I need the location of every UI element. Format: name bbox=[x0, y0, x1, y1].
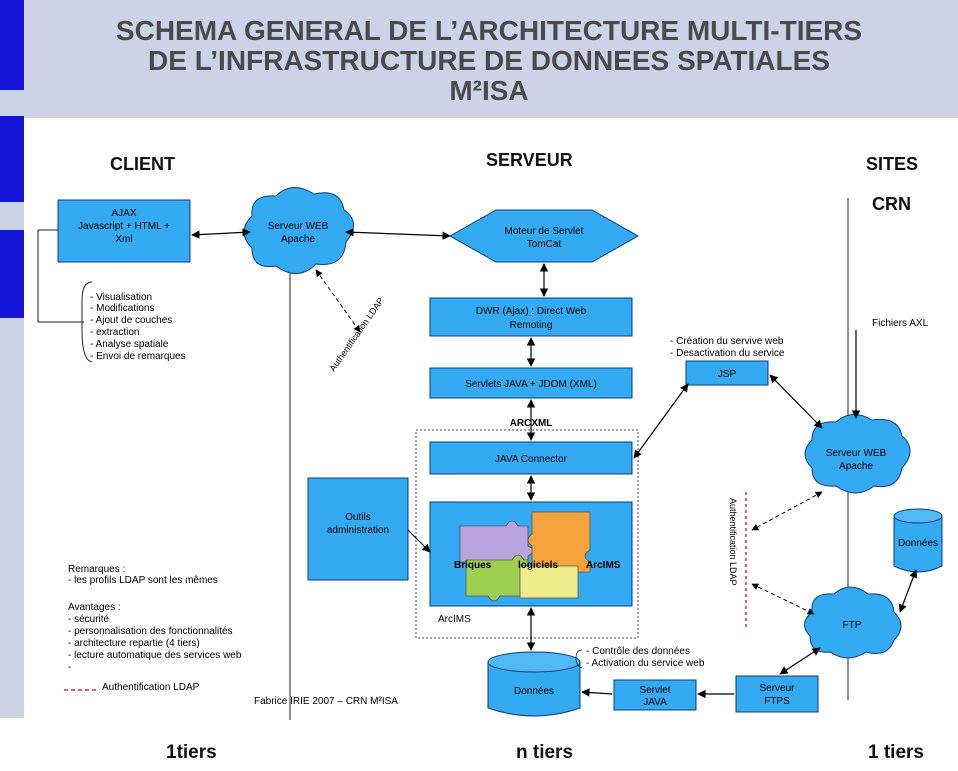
outils-label-2: administration bbox=[327, 525, 389, 536]
avantages-item-4: - lecture automatique des services web bbox=[68, 650, 242, 661]
puzzle-label-logiciels: logiciels bbox=[518, 560, 558, 571]
apache-client-label-1: Serveur WEB bbox=[268, 221, 329, 232]
features-brace bbox=[81, 281, 93, 363]
servlet-java-label-2: JAVA bbox=[643, 697, 667, 708]
column-crn-heading: CRN bbox=[872, 194, 911, 214]
dwr-label-2: Remoting bbox=[510, 320, 553, 331]
apache-client-label-2: Apache bbox=[281, 234, 315, 245]
client-feature-6: - Envoi de remarques bbox=[90, 351, 186, 362]
client-feature-4: - extraction bbox=[90, 327, 139, 338]
servlets-box bbox=[429, 367, 633, 399]
controle-note-1: - Contrôle des données bbox=[586, 646, 690, 657]
ldap-label-client: Authentification LDAP bbox=[327, 296, 385, 373]
puzzle-piece-purple bbox=[459, 520, 534, 563]
footer-tier-center: n tiers bbox=[516, 742, 574, 763]
avantages-item-3: - architecture repartie (4 tiers) bbox=[68, 638, 200, 649]
puzzle-label-arcims: ArcIMS bbox=[586, 560, 621, 571]
jsp-box bbox=[685, 360, 769, 386]
ajax-label-2: Javascript + HTML + bbox=[78, 221, 170, 232]
donnees-server-cylinder-top bbox=[487, 651, 581, 673]
servlet-java-label-1: Servlet bbox=[639, 685, 670, 696]
donnees-sites-cylinder-top bbox=[893, 508, 943, 524]
outils-box bbox=[307, 477, 409, 581]
arcims-group-label: ArcIMS bbox=[438, 614, 471, 625]
ldap-arrow-client bbox=[315, 269, 361, 333]
donnees-sites-label: Données bbox=[898, 538, 938, 549]
arrow-apache-tomcat bbox=[345, 228, 451, 240]
arrow-outils-puzzle bbox=[407, 529, 431, 553]
apache-sites-label-1: Serveur WEB bbox=[826, 448, 887, 459]
avantages-title: Avantages : bbox=[68, 602, 121, 613]
ajax-label-1: AJAX bbox=[111, 208, 136, 219]
client-feature-1: - Visualisation bbox=[90, 292, 152, 303]
servlets-label: Servlets JAVA + JDOM (XML) bbox=[465, 379, 597, 390]
title-line-3: M²ISA bbox=[449, 75, 529, 106]
apache-client-cloud bbox=[243, 187, 354, 274]
left-strip bbox=[0, 118, 24, 718]
ftp-label: FTP bbox=[843, 620, 862, 631]
puzzle-piece-yellow bbox=[519, 565, 579, 599]
footer-tier-right: 1 tiers bbox=[868, 742, 924, 763]
java-connector-label: JAVA Connector bbox=[495, 454, 568, 465]
arrow-ftp-donnees bbox=[898, 569, 918, 613]
jsp-note-1: - Création du servive web bbox=[670, 336, 784, 347]
tomcat-label-1: Moteur de Servlet bbox=[505, 226, 584, 237]
dwr-box bbox=[429, 297, 633, 337]
ajax-label-3: Xml bbox=[115, 234, 132, 245]
left-accent-bar-2 bbox=[0, 116, 24, 202]
arrow-ftp-ftps bbox=[779, 647, 821, 675]
arrow-ajax-apache bbox=[191, 228, 251, 239]
outils-label-1: Outils bbox=[345, 512, 371, 523]
left-accent-bar-3 bbox=[0, 230, 24, 318]
footer-tier-left: 1tiers bbox=[166, 742, 217, 763]
ftp-cloud bbox=[804, 586, 902, 659]
apache-sites-cloud bbox=[804, 414, 911, 494]
arrow-connector-jsp bbox=[633, 383, 689, 459]
arrow-servlet-donnees bbox=[581, 688, 613, 697]
legend-ldap-label: Authentification LDAP bbox=[102, 682, 200, 693]
client-feature-3: - Ajout de couches bbox=[90, 315, 172, 326]
page-title: SCHEMA GENERAL DE L’ARCHITECTURE MULTI-T… bbox=[20, 16, 958, 106]
client-feature-2: - Modifications bbox=[90, 303, 154, 314]
jsp-label: JSP bbox=[718, 369, 737, 380]
fichiers-axl-label: Fichiers AXL bbox=[872, 318, 929, 329]
avantages-item-2: - personnalisation des fonctionnalités bbox=[68, 626, 233, 637]
controle-brace bbox=[575, 649, 583, 669]
tomcat-label-2: TomCat bbox=[527, 239, 562, 250]
donnees-server-label: Données bbox=[514, 686, 554, 697]
dwr-label-1: DWR (Ajax) : Direct Web bbox=[476, 306, 587, 317]
title-line-2: DE L’INFRASTRUCTURE DE DONNEES SPATIALES bbox=[148, 45, 830, 76]
left-accent-bar-1 bbox=[0, 0, 24, 90]
puzzle-label-briques: Briques bbox=[454, 560, 492, 571]
servlet-java-box bbox=[613, 679, 697, 711]
remarques-title: Remarques : bbox=[68, 564, 125, 575]
serveur-ftps-box bbox=[735, 675, 819, 713]
column-serveur-heading: SERVEUR bbox=[486, 150, 573, 170]
column-client-heading: CLIENT bbox=[110, 154, 175, 174]
donnees-server-cylinder bbox=[487, 662, 581, 717]
controle-note-2: - Activation du service web bbox=[586, 658, 705, 669]
header-band bbox=[0, 0, 958, 118]
client-feature-5: - Analyse spatiale bbox=[90, 339, 169, 350]
credit-text: Fabrice IRIE 2007 – CRN M²ISA bbox=[254, 696, 398, 707]
avantages-item-1: - sécurité bbox=[68, 614, 110, 625]
arrow-jsp-apache bbox=[769, 374, 823, 429]
ldap-arrow-sites-upper bbox=[751, 491, 823, 531]
column-sites-heading: SITES bbox=[866, 154, 918, 174]
ajax-box bbox=[57, 199, 191, 263]
jsp-note-2: - Desactivation du service bbox=[670, 348, 785, 359]
serveur-ftps-label-2: FTPS bbox=[764, 696, 790, 707]
ldap-label-sites: Authentification LDAP bbox=[728, 498, 738, 586]
tomcat-diamond bbox=[448, 209, 640, 263]
donnees-sites-cylinder bbox=[893, 516, 943, 573]
title-line-1: SCHEMA GENERAL DE L’ARCHITECTURE MULTI-T… bbox=[115, 15, 863, 46]
java-connector-box bbox=[429, 441, 633, 475]
ajax-features-connector bbox=[37, 229, 84, 323]
apache-sites-label-2: Apache bbox=[839, 461, 873, 472]
serveur-ftps-label-1: Serveur bbox=[759, 683, 795, 694]
ldap-arrow-sites-lower bbox=[751, 583, 815, 615]
remarques-line: - les profils LDAP sont les mêmes bbox=[68, 575, 218, 586]
avantages-item-5: - bbox=[68, 662, 71, 673]
